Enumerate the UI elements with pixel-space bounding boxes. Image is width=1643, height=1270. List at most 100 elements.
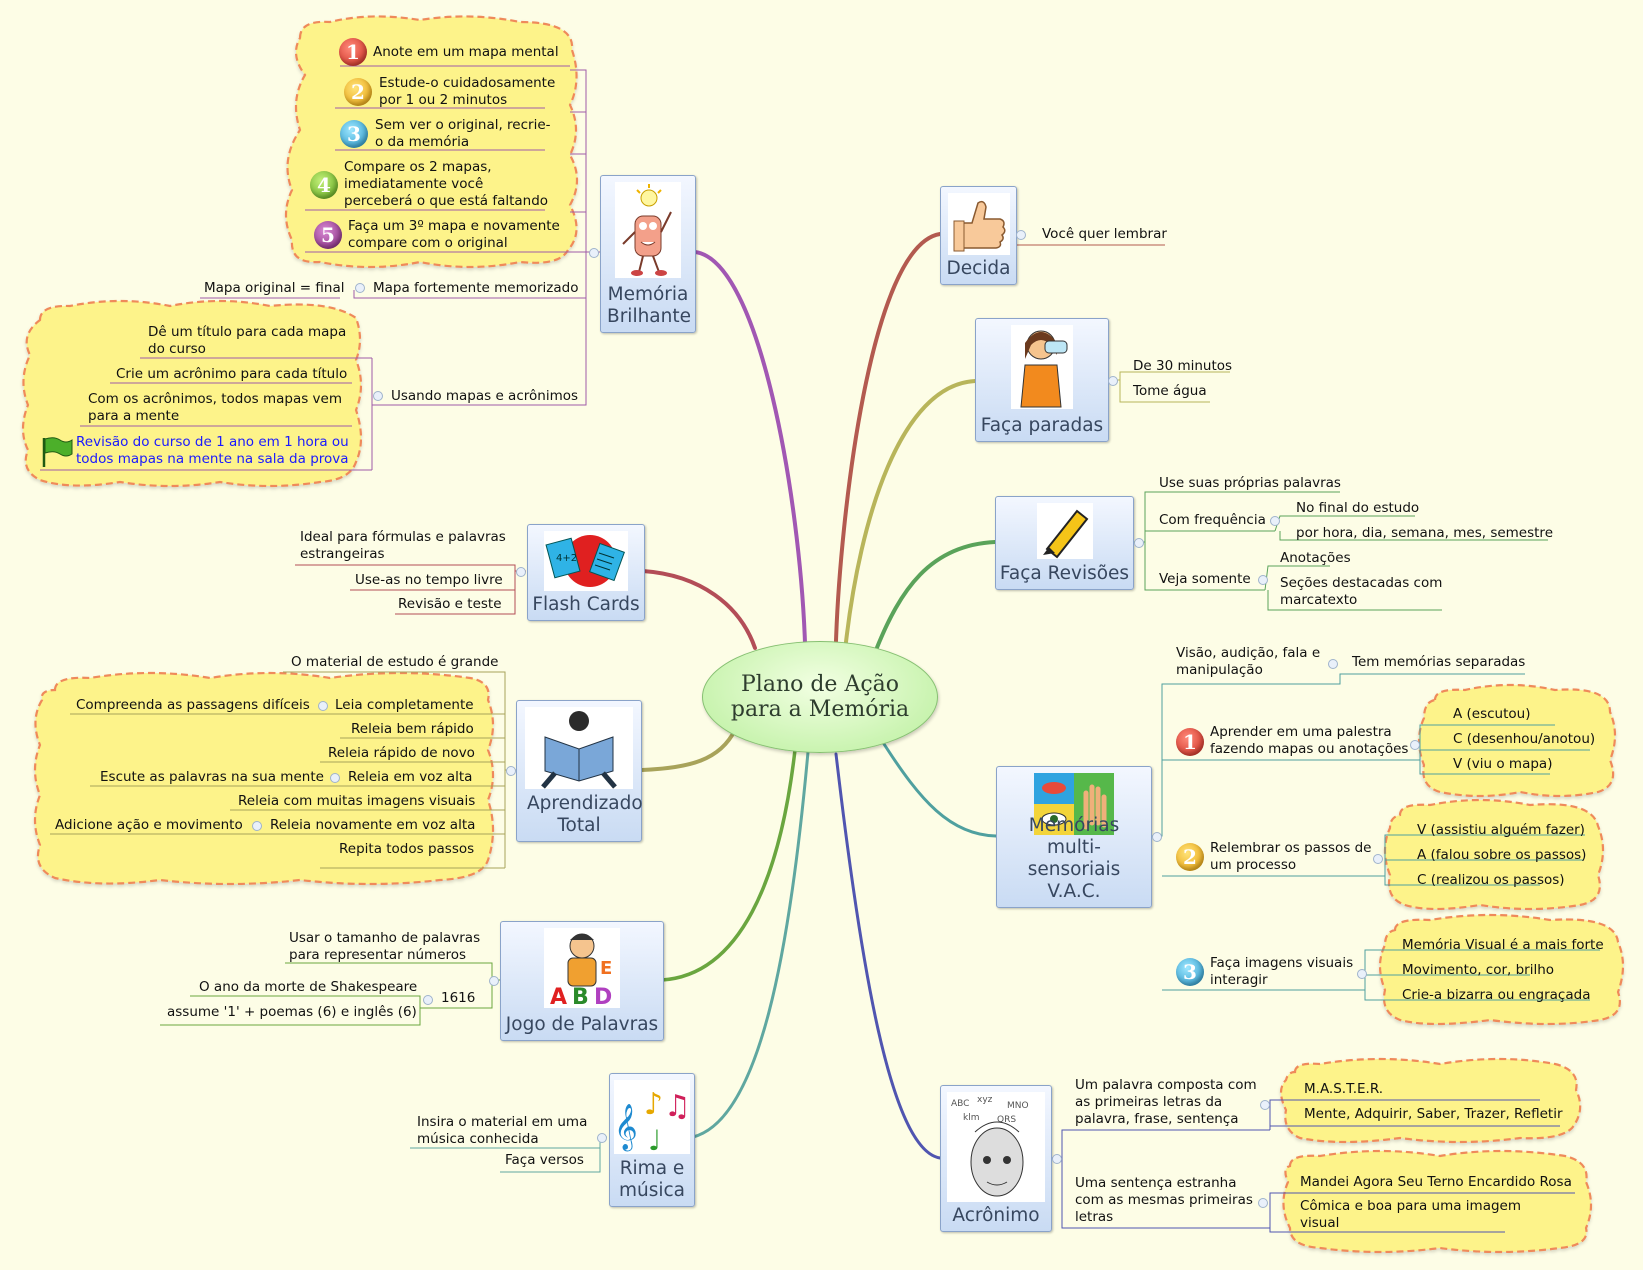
topic-aprendizado-total[interactable]: Aprendizado Total [516, 700, 643, 842]
collapse-toggle[interactable] [1410, 740, 1420, 750]
faca-imagens[interactable]: Faça imagens visuais interagir [1210, 955, 1354, 988]
visao-audicao[interactable]: Visão, audição, fala e manipulação [1176, 645, 1321, 678]
veja-somente[interactable]: Veja somente [1159, 571, 1251, 587]
assume-poemas[interactable]: assume '1' + poemas (6) e inglês (6) [167, 1004, 417, 1020]
collapse-toggle[interactable] [1152, 832, 1162, 842]
collapse-toggle[interactable] [506, 766, 516, 776]
a-falou[interactable]: A (falou sobre os passos) [1417, 847, 1587, 863]
faca-versos[interactable]: Faça versos [505, 1152, 584, 1168]
topic-decida[interactable]: Decida [940, 186, 1017, 285]
material-grande[interactable]: O material de estudo é grande [291, 654, 499, 670]
topic-faca-revisoes[interactable]: Faça Revisões [995, 496, 1134, 590]
tome-agua[interactable]: Tome água [1133, 383, 1207, 399]
step-1-text[interactable]: Anote em um mapa mental [373, 44, 559, 60]
flash-revisao[interactable]: Revisão e teste [398, 596, 502, 612]
crie-bizarra[interactable]: Crie-a bizarra ou engraçada [1402, 987, 1591, 1003]
usando-item-4[interactable]: Revisão do curso de 1 ano em 1 hora ou t… [76, 434, 349, 467]
topic-rima-e-musica[interactable]: 𝄞♪♫♩ Rima e música [609, 1073, 695, 1207]
c-realizou[interactable]: C (realizou os passos) [1417, 872, 1565, 888]
repita-passos[interactable]: Repita todos passos [339, 841, 475, 857]
final-estudo[interactable]: No final do estudo [1296, 500, 1420, 516]
proprias-palavras[interactable]: Use suas próprias palavras [1159, 475, 1341, 491]
anotacoes[interactable]: Anotações [1280, 550, 1351, 566]
collapse-toggle[interactable] [1357, 969, 1367, 979]
collapse-toggle[interactable] [1258, 575, 1268, 585]
usando-item-3[interactable]: Com os acrônimos, todos mapas vem para a… [88, 391, 342, 424]
v-viu[interactable]: V (viu o mapa) [1453, 756, 1553, 772]
escute-palavras[interactable]: Escute as palavras na sua mente [100, 769, 324, 785]
collapse-toggle[interactable] [252, 821, 262, 831]
com-frequencia[interactable]: Com frequência [1159, 512, 1266, 528]
releia-imagens[interactable]: Releia com muitas imagens visuais [238, 793, 476, 809]
collapse-toggle[interactable] [489, 976, 499, 986]
collapse-toggle[interactable] [1134, 538, 1144, 548]
collapse-toggle[interactable] [330, 773, 340, 783]
memoria-visual[interactable]: Memória Visual é a mais forte [1402, 937, 1604, 953]
step-2-text[interactable]: Estude-o cuidadosamente por 1 ou 2 minut… [379, 75, 556, 108]
topic-memoria-brilhante[interactable]: Memória Brilhante [600, 175, 696, 333]
collapse-toggle[interactable] [1270, 516, 1280, 526]
topic-flash-cards[interactable]: 4+2 Flash Cards [527, 524, 645, 621]
usando-item-1[interactable]: Dê um título para cada mapa do curso [148, 324, 347, 357]
collapse-toggle[interactable] [1016, 230, 1026, 240]
mapa-original[interactable]: Mapa original = final [204, 280, 345, 296]
usar-tamanho[interactable]: Usar o tamanho de palavras para represen… [289, 930, 481, 963]
memorias-separadas[interactable]: Tem memórias separadas [1352, 654, 1526, 670]
collapse-toggle[interactable] [1260, 1100, 1270, 1110]
collapse-toggle[interactable] [1052, 1154, 1062, 1164]
v-assistiu[interactable]: V (assistiu alguém fazer) [1417, 822, 1585, 838]
collapse-toggle[interactable] [373, 391, 383, 401]
voce-quer-lembrar[interactable]: Você quer lembrar [1042, 226, 1167, 242]
collapse-toggle[interactable] [1258, 1198, 1268, 1208]
comica-boa[interactable]: Cômica e boa para uma imagem visual [1300, 1198, 1521, 1231]
topic-faca-paradas[interactable]: Faça paradas [975, 318, 1109, 442]
collapse-toggle[interactable] [1108, 376, 1118, 386]
usando-item-2[interactable]: Crie um acrônimo para cada título [116, 366, 348, 382]
flash-tempo-livre[interactable]: Use-as no tempo livre [355, 572, 503, 588]
flash-ideal[interactable]: Ideal para fórmulas e palavras estrangei… [300, 529, 506, 562]
leia-completamente[interactable]: Leia completamente [335, 697, 474, 713]
secoes-destacadas[interactable]: Seções destacadas com marcatexto [1280, 575, 1443, 608]
mente-adquirir[interactable]: Mente, Adquirir, Saber, Trazer, Refletir [1304, 1106, 1563, 1122]
compreenda[interactable]: Compreenda as passagens difíceis [76, 697, 310, 713]
collapse-toggle[interactable] [597, 1133, 607, 1143]
master-acronym[interactable]: M.A.S.T.E.R. [1304, 1081, 1384, 1097]
palavra-composta[interactable]: Um palavra composta com as primeiras let… [1075, 1077, 1257, 1127]
step-4-text[interactable]: Compare os 2 mapas, imediatamente você p… [344, 159, 549, 209]
adicione-acao[interactable]: Adicione ação e movimento [55, 817, 243, 833]
mapa-fortemente[interactable]: Mapa fortemente memorizado [373, 280, 579, 296]
releia-rapido-novo[interactable]: Releia rápido de novo [328, 745, 475, 761]
relembrar-passos[interactable]: Relembrar os passos de um processo [1210, 840, 1372, 873]
insira-musica[interactable]: Insira o material em uma música conhecid… [417, 1114, 588, 1147]
svg-text:B: B [572, 985, 589, 1008]
a-escutou[interactable]: A (escutou) [1453, 706, 1531, 722]
step-3-text[interactable]: Sem ver o original, recrie-o da memória [375, 117, 551, 150]
step-5-text[interactable]: Faça um 3º mapa e novamente compare com … [348, 218, 560, 251]
numero-1616[interactable]: 1616 [441, 990, 476, 1006]
aprender-palestra[interactable]: Aprender em uma palestra fazendo mapas o… [1210, 724, 1409, 757]
sentenca-estranha[interactable]: Uma sentença estranha com as mesmas prim… [1075, 1175, 1253, 1225]
vac-1-icon: 1 [1176, 728, 1204, 756]
collapse-toggle[interactable] [516, 567, 526, 577]
collapse-toggle[interactable] [589, 248, 599, 258]
collapse-toggle[interactable] [1328, 659, 1338, 669]
collapse-toggle[interactable] [423, 995, 433, 1005]
mandei-agora[interactable]: Mandei Agora Seu Terno Encardido Rosa [1300, 1174, 1572, 1190]
de-30-minutos[interactable]: De 30 minutos [1133, 358, 1233, 374]
releia-novamente[interactable]: Releia novamente em voz alta [270, 817, 476, 833]
collapse-toggle[interactable] [318, 701, 328, 711]
por-hora[interactable]: por hora, dia, semana, mes, semestre [1296, 525, 1553, 541]
releia-voz-alta[interactable]: Releia em voz alta [348, 769, 473, 785]
usando-mapas[interactable]: Usando mapas e acrônimos [391, 388, 579, 404]
flag-icon [40, 436, 74, 472]
topic-memorias-vac[interactable]: Memórias multi-sensoriais V.A.C. [996, 766, 1152, 908]
collapse-toggle[interactable] [355, 283, 365, 293]
morte-shakespeare[interactable]: O ano da morte de Shakespeare [199, 979, 418, 995]
c-desenhou[interactable]: C (desenhou/anotou) [1453, 731, 1596, 747]
collapse-toggle[interactable] [1373, 854, 1383, 864]
central-topic[interactable]: Plano de Ação para a Memória [702, 641, 938, 753]
movimento-cor[interactable]: Movimento, cor, brilho [1402, 962, 1555, 978]
releia-rapido[interactable]: Releia bem rápido [351, 721, 474, 737]
